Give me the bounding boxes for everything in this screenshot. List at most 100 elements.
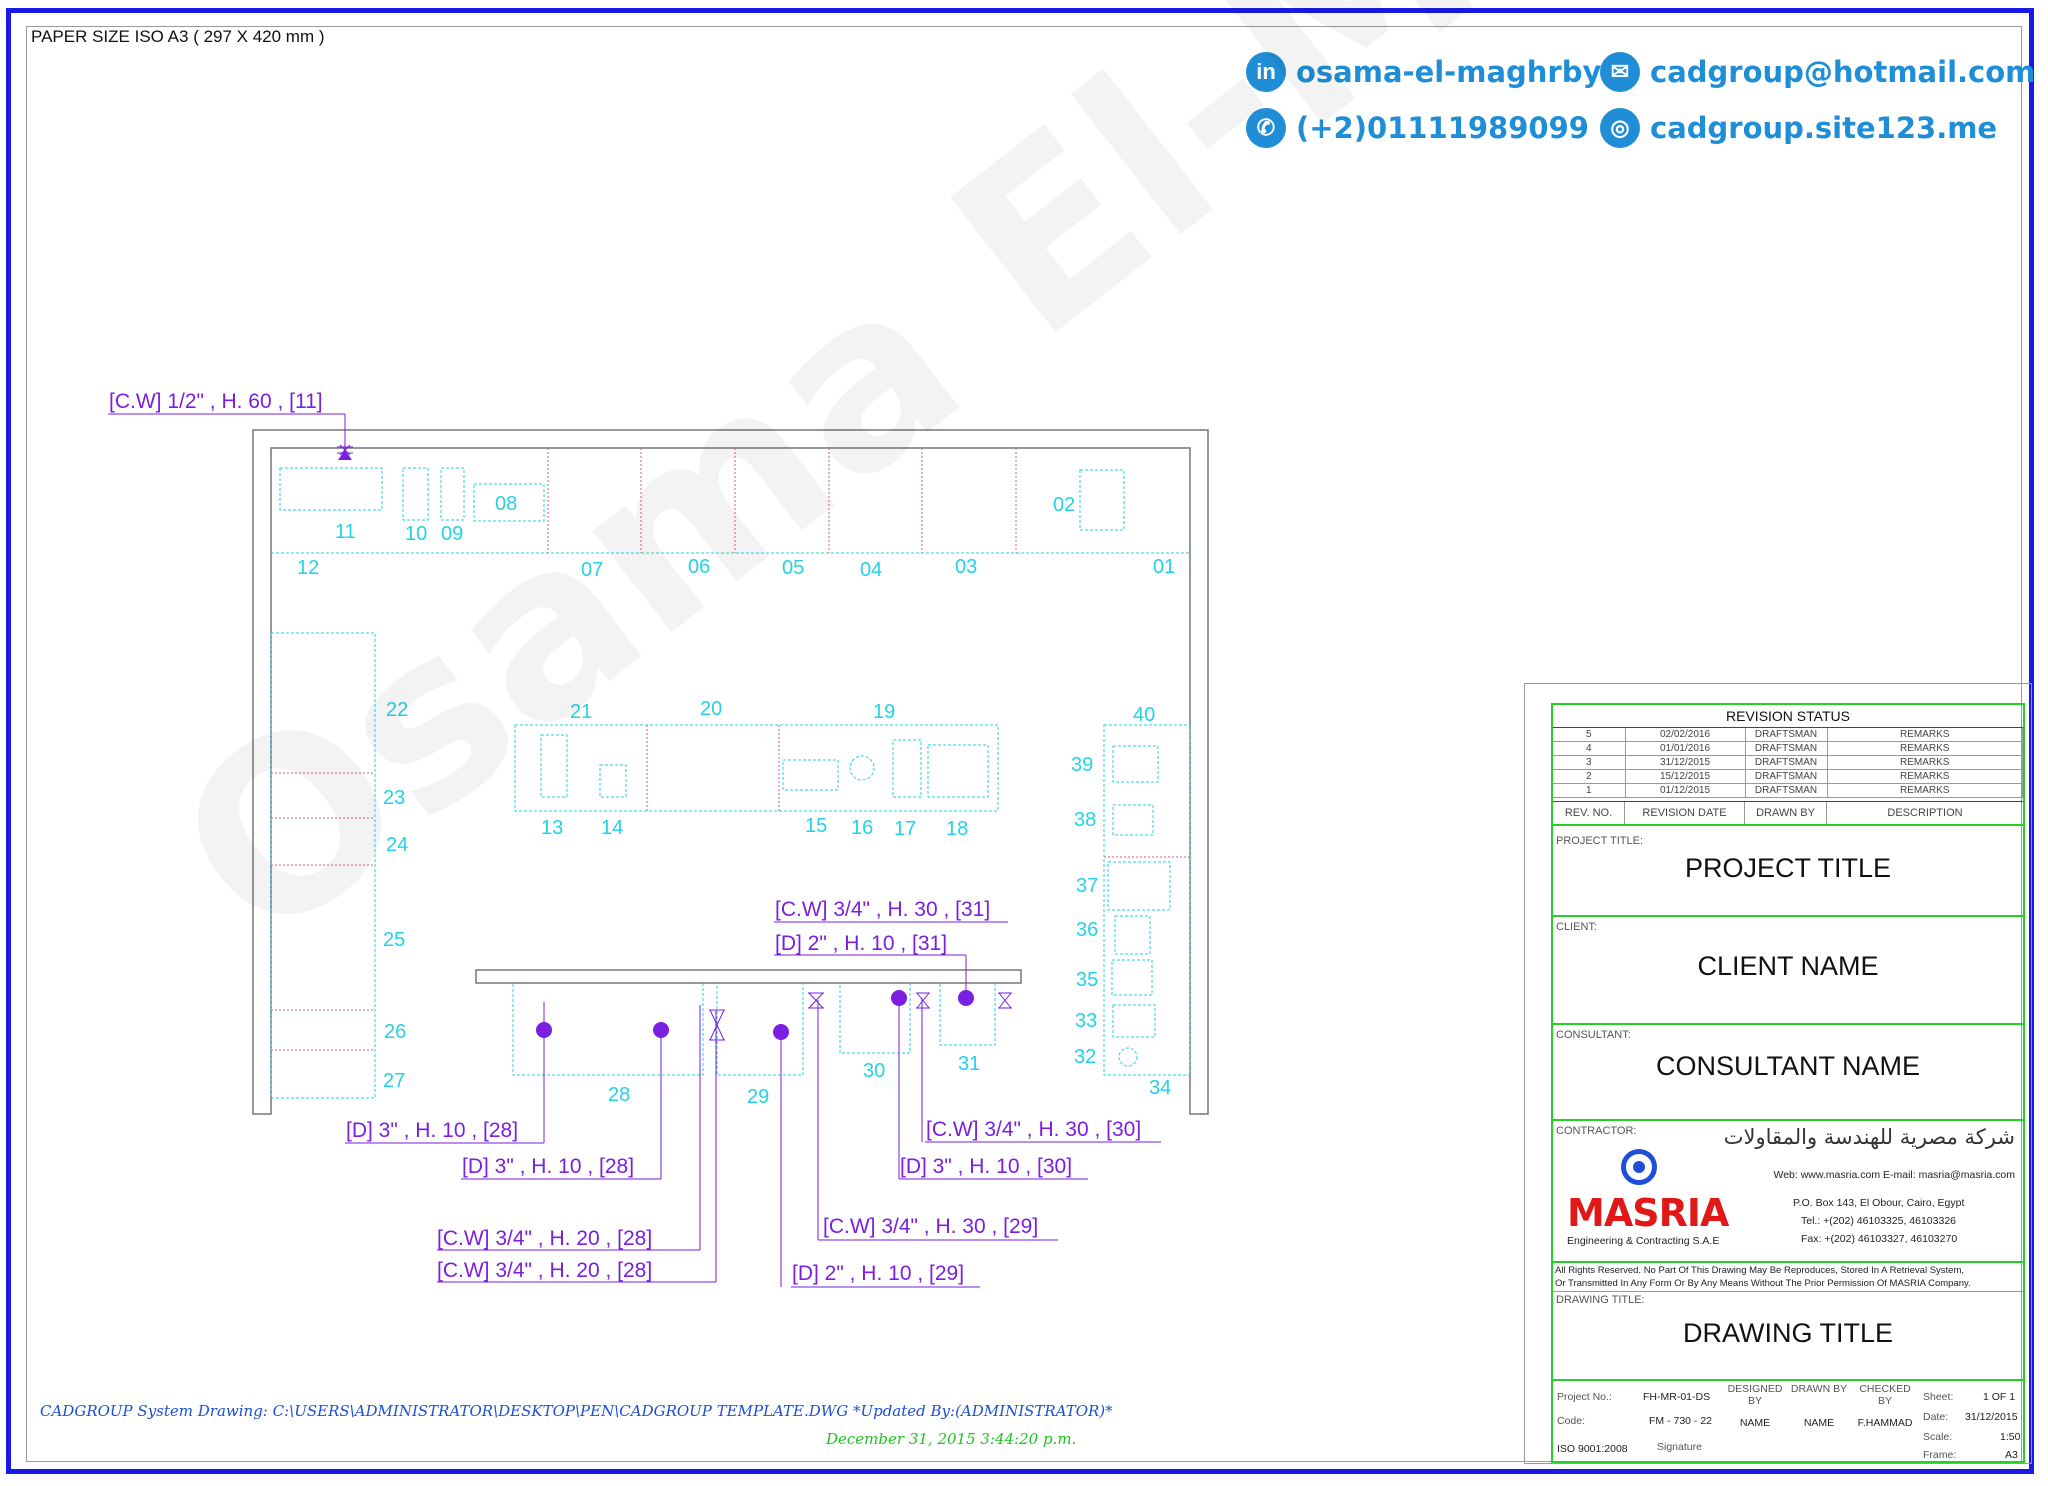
counter-dividers — [547, 448, 1017, 553]
item-32: 32 — [1074, 1046, 1096, 1068]
front-bench — [512, 982, 996, 1076]
item-25: 25 — [383, 929, 405, 951]
item-13: 13 — [541, 817, 563, 839]
item-05: 05 — [782, 557, 804, 579]
rev-no-header: REV. NO. — [1553, 802, 1625, 824]
item-20: 20 — [700, 698, 722, 720]
contractor-web: Web: www.masria.com E-mail: masria@masri… — [1773, 1169, 2015, 1181]
item-26: 26 — [384, 1021, 406, 1043]
contractor-tel: Tel.: +(202) 46103325, 46103326 — [1801, 1215, 1957, 1227]
item-24: 24 — [386, 834, 408, 856]
callout-d-31: [D] 2" , H. 10 , [31] — [775, 932, 947, 955]
island-counter — [514, 724, 999, 812]
callout-labels: [C.W] 1/2" , H. 60 , [11] [C.W] 3/4" , H… — [109, 390, 1141, 1285]
pipe-markers — [338, 450, 974, 1040]
linkedin-handle: osama-el-maghrby — [1296, 55, 1602, 89]
item-19: 19 — [873, 701, 895, 723]
drawing-title: DRAWING TITLE — [1682, 1318, 1893, 1348]
phone-contact[interactable]: ✆ (+2)01111989099 — [1246, 108, 1589, 148]
designed-by-label: DESIGNED BY — [1727, 1383, 1783, 1407]
callout-d-30: [D] 3" , H. 10 , [30] — [900, 1155, 1072, 1178]
contractor-address: P.O. Box 143, El Obour, Cairo, Egypt — [1793, 1197, 1965, 1209]
callout-d-29: [D] 2" , H. 10 , [29] — [792, 1262, 964, 1285]
revision-status-title: REVISION STATUS — [1553, 705, 2023, 728]
date-label: Date: — [1923, 1411, 1949, 1423]
item-28: 28 — [608, 1084, 630, 1106]
website-contact[interactable]: ◎ cadgroup.site123.me — [1600, 108, 1997, 148]
sheet-value: 1 OF 1 — [1983, 1391, 2016, 1403]
sheet-label: Sheet: — [1923, 1391, 1954, 1403]
room-walls — [252, 429, 1209, 1115]
frame-label: Frame: — [1923, 1449, 1957, 1461]
item-15: 15 — [805, 815, 827, 837]
drawn-by-label: DRAWN BY — [1790, 1383, 1848, 1395]
item-04: 04 — [860, 559, 882, 581]
item-14: 14 — [601, 817, 623, 839]
item-09: 09 — [441, 523, 463, 545]
drawing-title-label: DRAWING TITLE: — [1556, 1294, 1645, 1306]
envelope-icon: ✉ — [1600, 52, 1640, 92]
item-23: 23 — [383, 787, 405, 809]
footer-drawing-path: CADGROUP System Drawing: C:\USERS\ADMINI… — [40, 1402, 1113, 1420]
item-16: 16 — [851, 817, 873, 839]
valve-symbols — [337, 444, 1012, 1041]
signature-label: Signature — [1657, 1441, 1702, 1453]
item-10: 10 — [405, 523, 427, 545]
rights-notice: All Rights Reserved. No Part Of This Dra… — [1555, 1265, 1971, 1289]
linkedin-icon: in — [1246, 52, 1286, 92]
item-03: 03 — [955, 556, 977, 578]
item-31: 31 — [958, 1053, 980, 1075]
client-label: CLIENT: — [1556, 921, 1597, 933]
code-value: FM - 730 - 22 — [1649, 1415, 1713, 1427]
item-06: 06 — [688, 556, 710, 578]
item-38: 38 — [1074, 809, 1096, 831]
phone-icon: ✆ — [1246, 108, 1286, 148]
phone-number: (+2)01111989099 — [1296, 111, 1589, 145]
item-35: 35 — [1076, 969, 1098, 991]
floor-plan-drawing: 01 02 03 04 05 06 07 08 09 10 11 12 13 1… — [108, 390, 1209, 1288]
callout-cw-31: [C.W] 3/4" , H. 30 , [31] — [775, 898, 990, 921]
checked-by-label: CHECKED BY — [1859, 1383, 1911, 1407]
callout-cw-11: [C.W] 1/2" , H. 60 , [11] — [109, 390, 323, 413]
item-22: 22 — [386, 699, 408, 721]
masria-logo: MASRIA — [1567, 1191, 1729, 1235]
item-17: 17 — [894, 818, 916, 840]
masria-emblem-icon — [1621, 1149, 1657, 1185]
consultant-section: CONSULTANT: CONSULTANT NAME — [1553, 1027, 2023, 1121]
item-02: 02 — [1053, 494, 1075, 516]
back-counter — [271, 467, 1190, 554]
contractor-subtitle: Engineering & Contracting S.A.E — [1567, 1235, 1720, 1247]
right-side-counter — [1103, 724, 1191, 1076]
item-12: 12 — [297, 557, 319, 579]
callout-d-28-b: [D] 3" , H. 10 , [28] — [462, 1155, 634, 1178]
item-39: 39 — [1071, 754, 1093, 776]
contractor-fax: Fax: +(202) 46103327, 46103270 — [1801, 1233, 1958, 1245]
frame-value: A3 — [2005, 1449, 2018, 1461]
project-no: FH-MR-01-DS — [1643, 1391, 1711, 1403]
callout-cw-28-b: [C.W] 3/4" , H. 20 , [28] — [437, 1259, 652, 1282]
project-title-label: PROJECT TITLE: — [1556, 835, 1644, 847]
project-title-section: PROJECT TITLE: PROJECT TITLE — [1553, 833, 2023, 917]
item-number-labels: 01 02 03 04 05 06 07 08 09 10 11 12 13 1… — [297, 493, 1175, 1108]
item-07: 07 — [581, 559, 603, 581]
website-url: cadgroup.site123.me — [1650, 111, 1998, 145]
item-08: 08 — [495, 493, 517, 515]
rev-date-header: REVISION DATE — [1625, 802, 1745, 824]
email-contact[interactable]: ✉ cadgroup@hotmail.com — [1600, 52, 2035, 92]
callout-cw-28-a: [C.W] 3/4" , H. 20 , [28] — [437, 1227, 652, 1250]
item-21: 21 — [570, 701, 592, 723]
footer-update-date: December 31, 2015 3:44:20 p.m. — [826, 1430, 1077, 1448]
item-01: 01 — [1153, 556, 1175, 578]
consultant-label: CONSULTANT: — [1556, 1029, 1631, 1041]
item-40: 40 — [1133, 704, 1155, 726]
item-37: 37 — [1076, 875, 1098, 897]
callout-cw-29: [C.W] 3/4" , H. 30 , [29] — [823, 1215, 1038, 1238]
item-30: 30 — [863, 1060, 885, 1082]
linkedin-contact[interactable]: in osama-el-maghrby — [1246, 52, 1601, 92]
